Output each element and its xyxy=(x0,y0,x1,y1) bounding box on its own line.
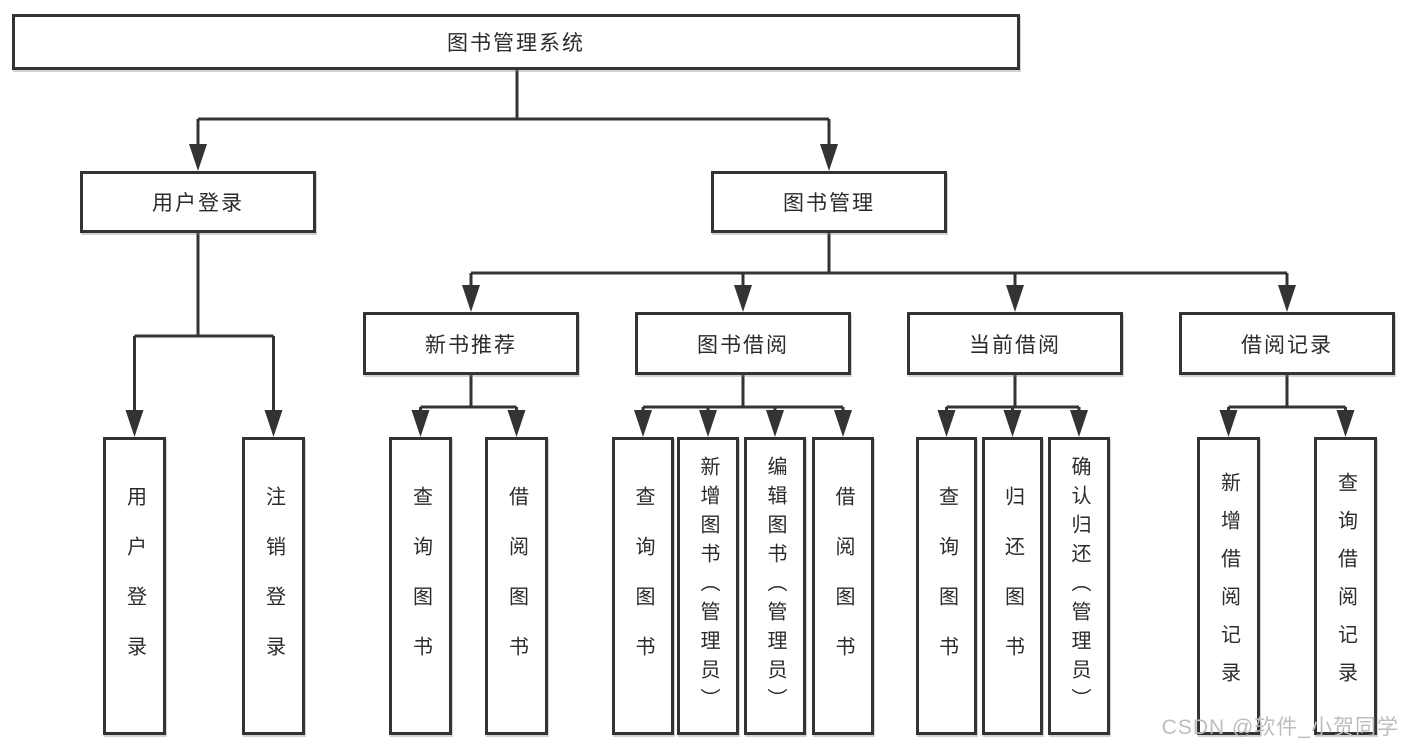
arrow-down-icon xyxy=(1070,410,1088,437)
arrow-down-icon xyxy=(264,410,283,437)
leaf-query-books-3: 查询图书 xyxy=(916,437,977,735)
arrow-down-icon xyxy=(937,410,956,437)
leaf-return-book: 归还图书 xyxy=(982,437,1043,735)
node-user-login-label: 用户登录 xyxy=(152,192,244,215)
arrow-down-icon xyxy=(820,144,838,171)
leaf-user-login: 用户登录 xyxy=(103,437,166,735)
leaf-borrow-books-1-label: 借阅图书 xyxy=(505,486,528,686)
arrow-down-icon xyxy=(834,410,852,437)
leaf-query-books-2: 查询图书 xyxy=(612,437,674,735)
leaf-query-books-1: 查询图书 xyxy=(389,437,452,735)
leaf-add-book-admin-label: 新增图书（管理员） xyxy=(697,455,719,717)
leaf-user-login-label: 用户登录 xyxy=(123,486,146,686)
leaf-query-borrow-record: 查询借阅记录 xyxy=(1314,437,1377,735)
arrow-down-icon xyxy=(1336,410,1355,437)
arrow-down-icon xyxy=(1006,285,1024,312)
leaf-edit-book-admin-label: 编辑图书（管理员） xyxy=(764,455,786,717)
leaf-query-books-1-label: 查询图书 xyxy=(409,486,432,686)
leaf-add-borrow-record: 新增借阅记录 xyxy=(1197,437,1260,735)
node-root: 图书管理系统 xyxy=(12,14,1020,70)
leaf-add-book-admin: 新增图书（管理员） xyxy=(677,437,739,735)
node-new-book-recommend: 新书推荐 xyxy=(363,312,579,375)
node-book-borrow: 图书借阅 xyxy=(635,312,851,375)
leaf-add-borrow-record-label: 新增借阅记录 xyxy=(1217,472,1240,700)
leaf-confirm-return-admin: 确认归还（管理员） xyxy=(1048,437,1110,735)
node-book-management: 图书管理 xyxy=(711,171,947,233)
arrow-down-icon xyxy=(1278,285,1296,312)
arrow-down-icon xyxy=(462,285,480,312)
node-user-login: 用户登录 xyxy=(80,171,316,233)
node-borrow-records: 借阅记录 xyxy=(1179,312,1395,375)
arrow-down-icon xyxy=(734,285,752,312)
leaf-borrow-books-1: 借阅图书 xyxy=(485,437,548,735)
node-current-borrow-label: 当前借阅 xyxy=(969,333,1061,357)
arrow-down-icon xyxy=(766,410,784,437)
arrow-down-icon xyxy=(507,410,526,437)
node-book-management-label: 图书管理 xyxy=(783,192,875,215)
leaf-logout-label: 注销登录 xyxy=(262,486,285,686)
node-book-borrow-label: 图书借阅 xyxy=(697,333,789,357)
csdn-watermark: CSDN @软件_小贺同学 xyxy=(1161,716,1399,739)
node-root-label: 图书管理系统 xyxy=(447,32,585,55)
arrow-down-icon xyxy=(1219,410,1238,437)
leaf-logout: 注销登录 xyxy=(242,437,305,735)
arrow-down-icon xyxy=(1003,410,1022,437)
node-borrow-records-label: 借阅记录 xyxy=(1241,333,1333,357)
arrow-down-icon xyxy=(634,410,652,437)
node-current-borrow: 当前借阅 xyxy=(907,312,1123,375)
leaf-edit-book-admin: 编辑图书（管理员） xyxy=(744,437,806,735)
arrow-down-icon xyxy=(189,144,207,171)
node-new-book-recommend-label: 新书推荐 xyxy=(425,333,517,357)
arrow-down-icon xyxy=(411,410,430,437)
leaf-return-book-label: 归还图书 xyxy=(1001,486,1024,686)
leaf-borrow-books-2: 借阅图书 xyxy=(812,437,874,735)
leaf-confirm-return-admin-label: 确认归还（管理员） xyxy=(1068,455,1090,717)
arrow-down-icon xyxy=(699,410,717,437)
leaf-query-borrow-record-label: 查询借阅记录 xyxy=(1334,472,1357,700)
leaf-query-books-2-label: 查询图书 xyxy=(632,486,654,686)
arrow-down-icon xyxy=(125,410,144,437)
leaf-query-books-3-label: 查询图书 xyxy=(935,486,958,686)
leaf-borrow-books-2-label: 借阅图书 xyxy=(832,486,854,686)
